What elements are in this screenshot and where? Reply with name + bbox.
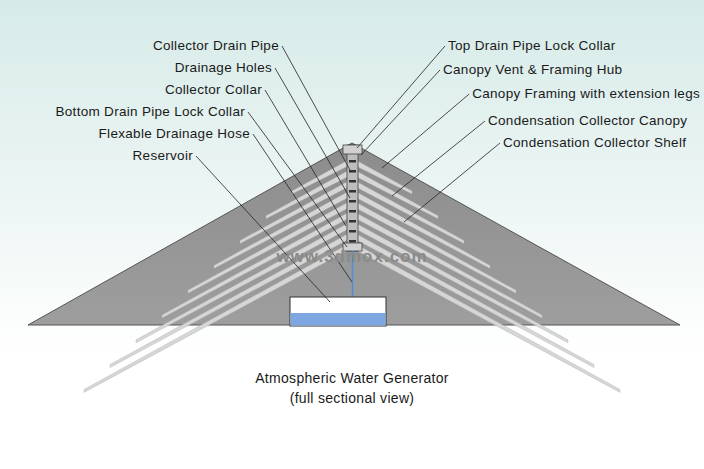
drainage-hole bbox=[349, 230, 356, 233]
reservoir bbox=[290, 297, 386, 326]
reservoir-water bbox=[291, 313, 386, 326]
part-label: Condensation Collector Shelf bbox=[503, 135, 686, 151]
collector-drain-pipe bbox=[347, 145, 358, 251]
drainage-holes bbox=[349, 160, 356, 243]
diagram-caption: (full sectional view) bbox=[290, 390, 415, 406]
part-label: Bottom Drain Pipe Lock Collar bbox=[55, 104, 245, 120]
part-label: Condensation Collector Canopy bbox=[488, 113, 687, 129]
part-label: Canopy Vent & Framing Hub bbox=[443, 62, 622, 78]
watermark: www.3dmox.com bbox=[276, 247, 427, 267]
condensation-collector-canopy bbox=[28, 143, 680, 325]
leader-line bbox=[361, 70, 440, 155]
part-label: Flexable Drainage Hose bbox=[99, 126, 250, 142]
diagram-title: Atmospheric Water Generator bbox=[255, 370, 449, 386]
leader-line bbox=[265, 90, 346, 226]
leader-line bbox=[357, 46, 445, 148]
part-label: Reservoir bbox=[133, 148, 193, 164]
drainage-hole bbox=[349, 180, 356, 183]
drainage-hole bbox=[349, 220, 356, 223]
drainage-hole bbox=[349, 200, 356, 203]
part-label: Top Drain Pipe Lock Collar bbox=[448, 38, 616, 54]
leader-line bbox=[282, 46, 350, 170]
part-label: Canopy Framing with extension legs bbox=[472, 86, 700, 102]
part-label: Drainage Holes bbox=[175, 60, 272, 76]
leader-line bbox=[382, 94, 469, 168]
leader-line bbox=[248, 112, 347, 247]
drainage-hole bbox=[349, 170, 356, 173]
drainage-hole bbox=[349, 160, 356, 163]
leader-line bbox=[196, 156, 330, 302]
leader-line bbox=[275, 68, 350, 198]
top-lock-collar bbox=[343, 145, 362, 154]
drainage-hole bbox=[349, 190, 356, 193]
drainage-hole bbox=[349, 240, 356, 243]
leader-line bbox=[392, 121, 485, 196]
leader-line bbox=[404, 143, 500, 222]
drainage-hole bbox=[349, 210, 356, 213]
part-label: Collector Drain Pipe bbox=[153, 38, 279, 54]
part-label: Collector Collar bbox=[165, 82, 262, 98]
